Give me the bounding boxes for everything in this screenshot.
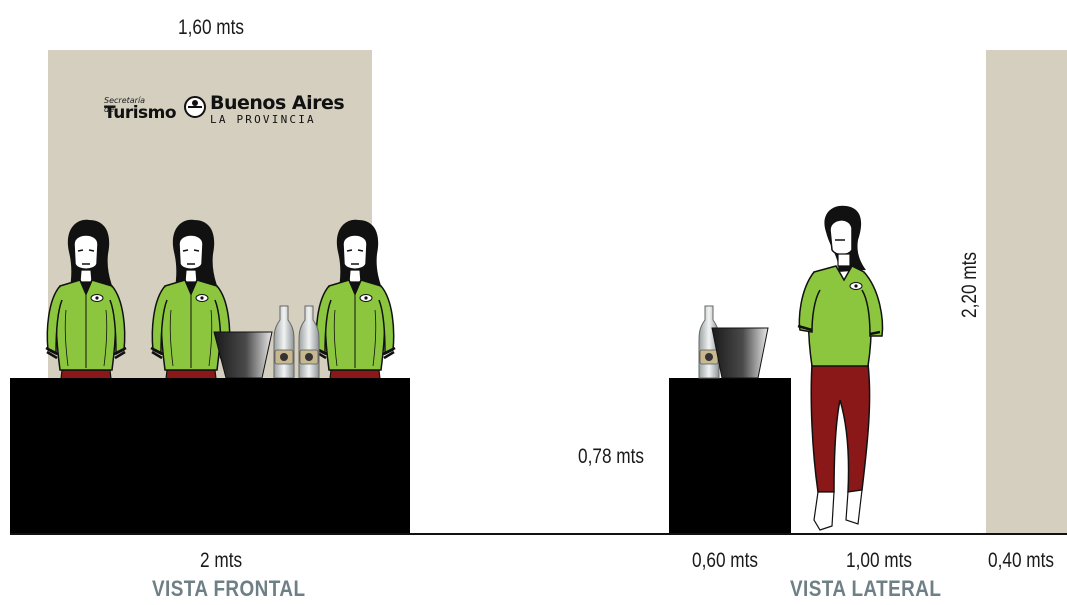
dim-backdrop-height: 2,20 mts <box>958 251 981 318</box>
side-view-title: VISTA LATERAL <box>790 576 942 601</box>
logo-big-text: Turismo <box>104 103 177 123</box>
side-counter <box>669 378 791 534</box>
side-ice-bucket <box>711 327 769 379</box>
front-counter <box>10 378 410 534</box>
side-person <box>797 205 884 531</box>
logo-subtitle: LA PROVINCIA <box>210 113 316 126</box>
dim-counter-height: 0,78 mts <box>578 445 645 468</box>
front-view-title: VISTA FRONTAL <box>152 576 306 601</box>
dim-person-space: 1,00 mts <box>846 549 913 572</box>
side-backdrop-panel <box>986 50 1067 534</box>
dim-backdrop-depth: 0,40 mts <box>988 549 1055 572</box>
dim-counter-depth: 0,60 mts <box>692 549 759 572</box>
logo-brand: Buenos Aires <box>210 92 345 114</box>
dim-counter-width: 2 mts <box>200 549 243 572</box>
dim-backdrop-width: 1,60 mts <box>178 16 245 39</box>
logo-small-text: Secretaría de <box>104 96 146 114</box>
shield-icon <box>184 96 206 118</box>
